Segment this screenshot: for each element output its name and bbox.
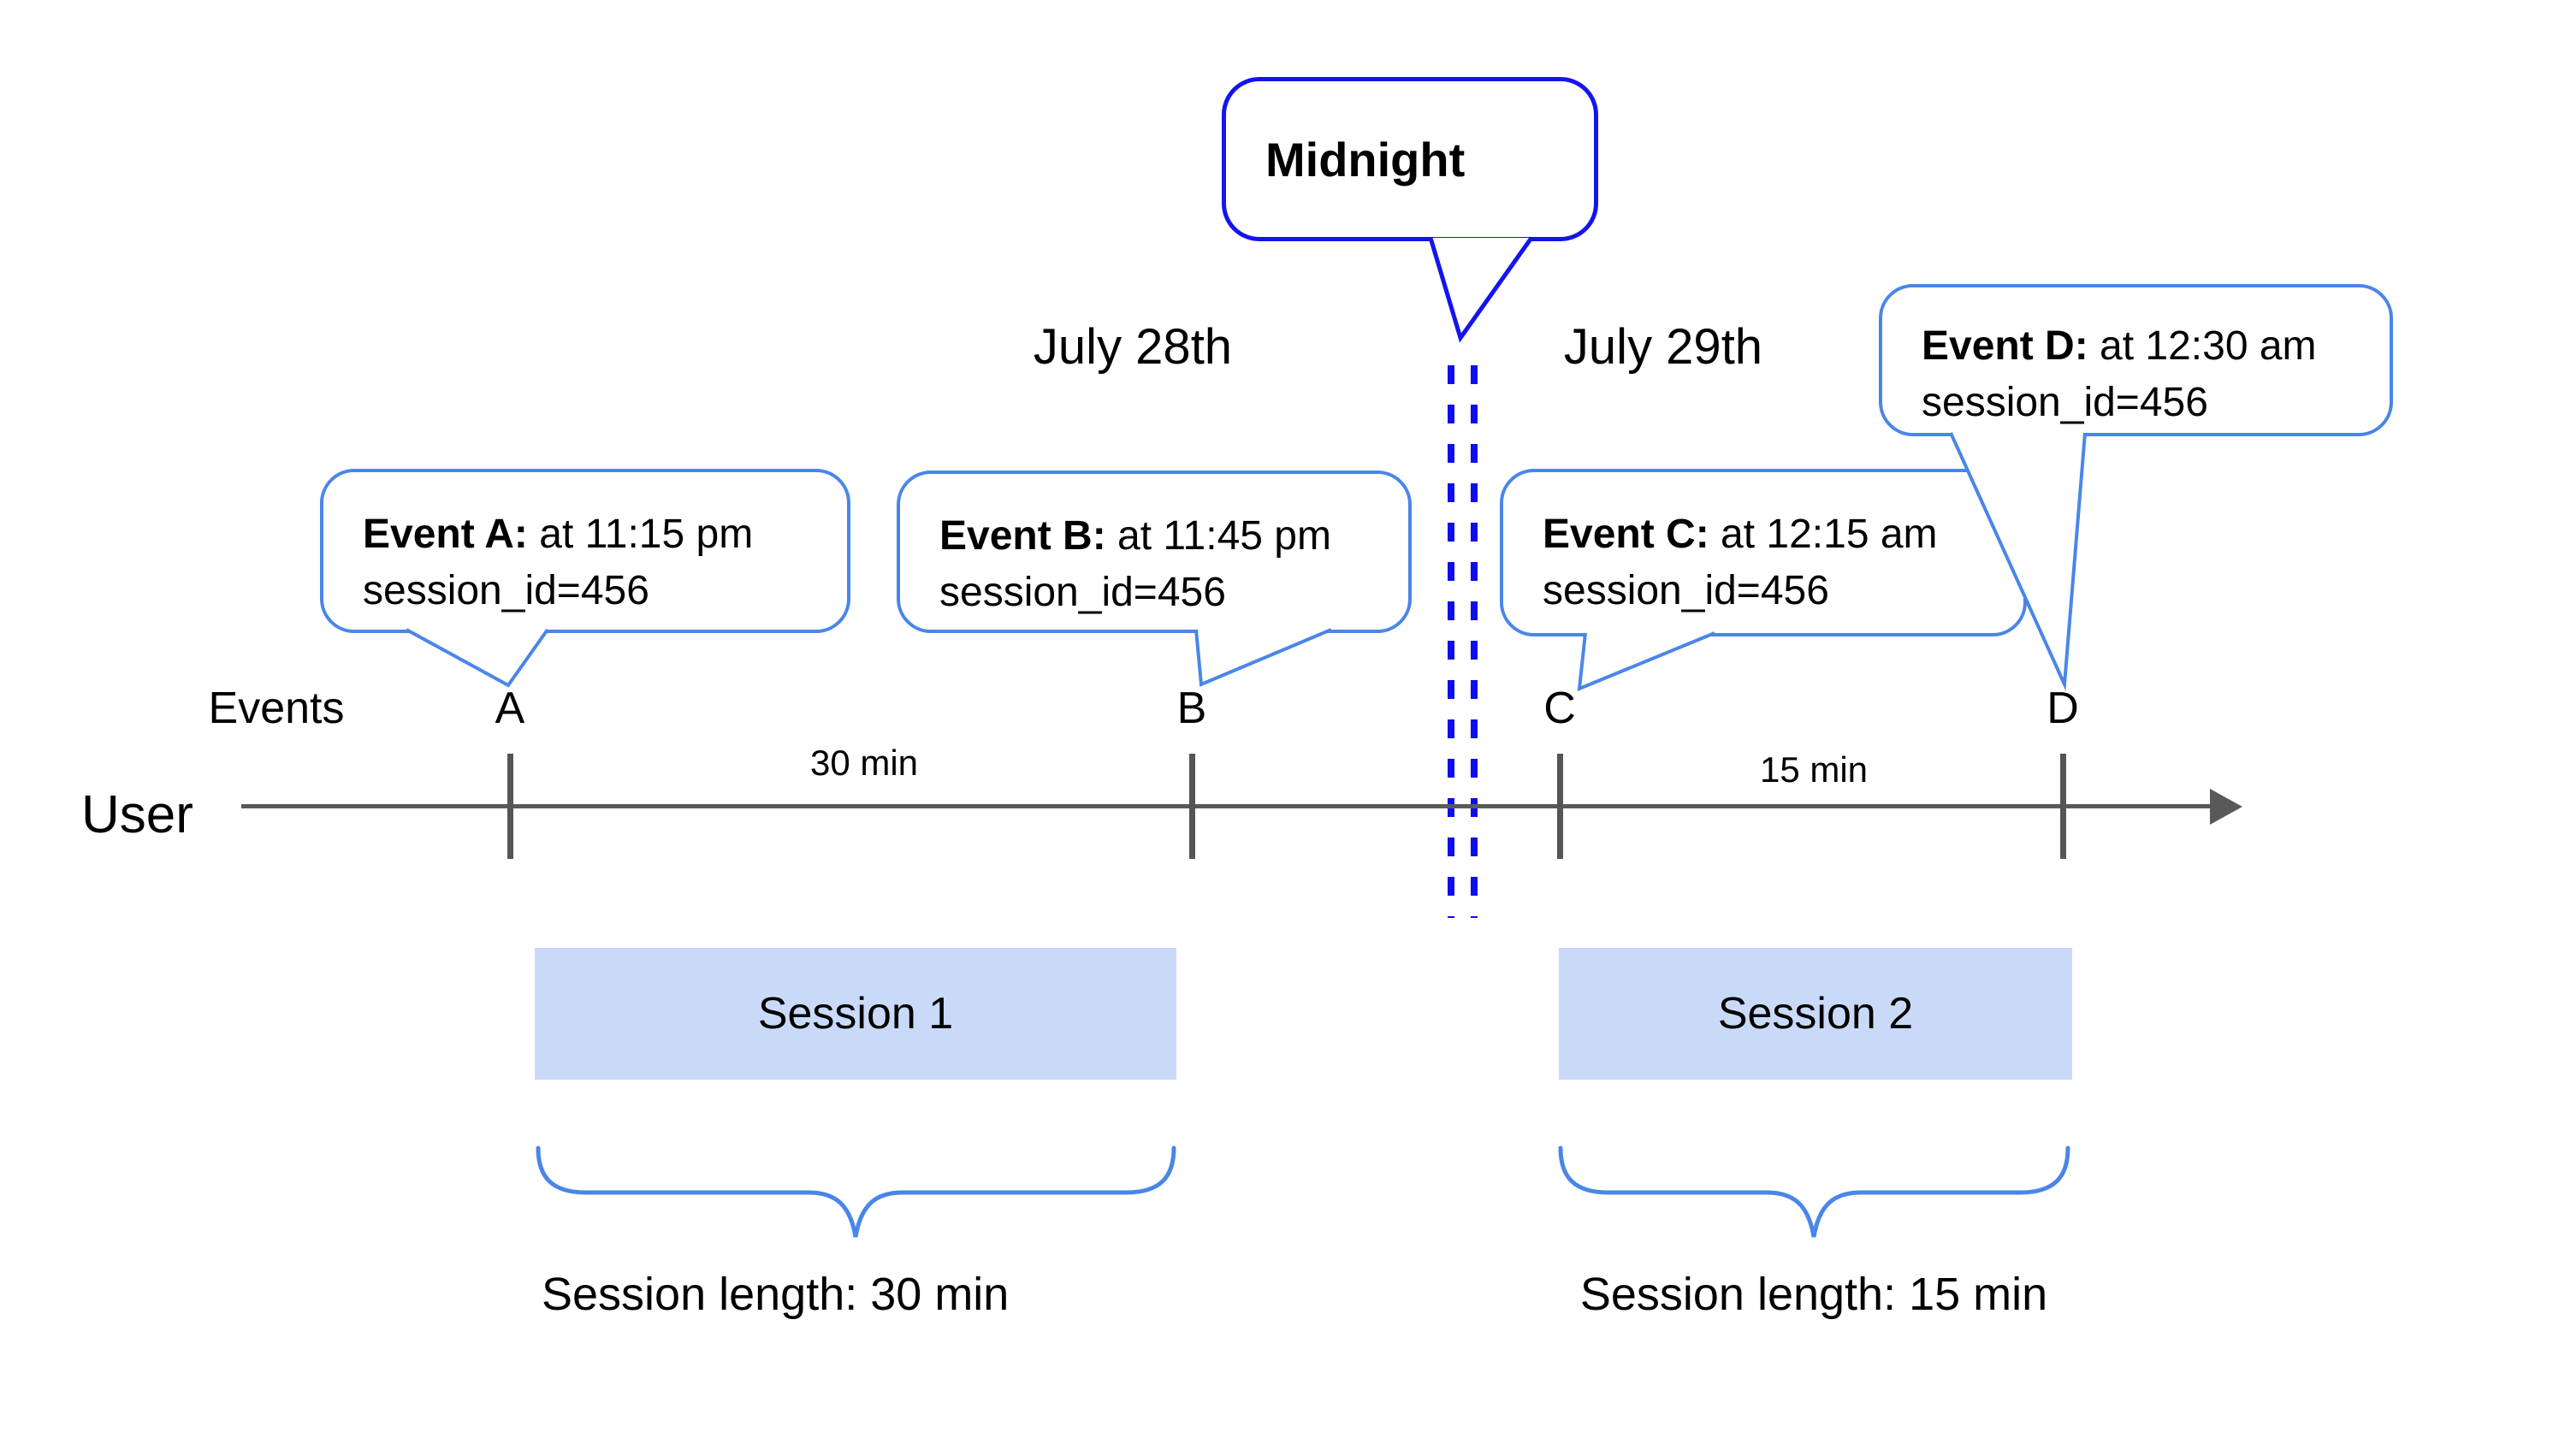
event-a-title: Event A: xyxy=(363,512,528,557)
date-label-july-28: July 28th xyxy=(1033,319,1233,375)
midnight-callout-tail xyxy=(1428,236,1534,343)
session-2-label: Session 2 xyxy=(1717,989,1914,1039)
event-b-letter: B xyxy=(1176,684,1207,733)
event-d-callout-line1: Event D: at 12:30 am xyxy=(1922,318,2381,375)
midnight-callout: Midnight xyxy=(1222,77,1598,241)
event-c-callout-line1: Event C: at 12:15 am xyxy=(1543,506,2015,563)
user-timeline-axis xyxy=(241,804,2212,808)
event-b-callout-line1: Event B: at 11:45 pm xyxy=(939,508,1400,565)
session-2-box: Session 2 xyxy=(1559,948,2072,1080)
user-axis-label: User xyxy=(81,785,193,844)
event-a-callout-line2: session_id=456 xyxy=(363,568,649,613)
event-a-time: at 11:15 pm xyxy=(527,512,754,557)
event-a-callout-tail xyxy=(406,628,549,688)
date-label-july-29: July 29th xyxy=(1563,319,1763,375)
event-d-title: Event D: xyxy=(1922,323,2088,369)
interval-a-b-label: 30 min xyxy=(809,743,919,783)
event-a-letter: A xyxy=(495,684,525,733)
event-a-callout: Event A: at 11:15 pm session_id=456 xyxy=(320,469,850,633)
midnight-dashed-line-right xyxy=(1471,365,1478,918)
session-2-length-label: Session length: 15 min xyxy=(1579,1269,2048,1320)
session-1-brace xyxy=(536,1145,1176,1238)
session-2-brace xyxy=(1558,1145,2070,1238)
tick-event-d xyxy=(2060,754,2066,859)
interval-c-d-label: 15 min xyxy=(1759,749,1869,790)
event-a-callout-line1: Event A: at 11:15 pm xyxy=(363,506,838,563)
event-c-letter: C xyxy=(1543,684,1576,733)
event-c-callout-tail xyxy=(1577,631,1715,692)
event-d-callout-line2: session_id=456 xyxy=(1922,380,2208,425)
event-d-letter: D xyxy=(2047,684,2079,733)
event-d-callout: Event D: at 12:30 am session_id=456 xyxy=(1879,284,2393,436)
tick-event-c xyxy=(1557,754,1563,859)
tick-event-b xyxy=(1189,754,1195,859)
event-c-callout: Event C: at 12:15 am session_id=456 xyxy=(1500,469,2027,636)
event-b-time: at 11:45 pm xyxy=(1105,513,1331,559)
midnight-callout-label: Midnight xyxy=(1265,132,1466,186)
event-b-title: Event B: xyxy=(939,513,1106,559)
session-1-label: Session 1 xyxy=(757,989,954,1039)
midnight-dashed-line-left xyxy=(1448,365,1454,918)
event-c-title: Event C: xyxy=(1543,512,1709,557)
event-d-time: at 12:30 am xyxy=(2088,323,2317,369)
tick-event-a xyxy=(507,754,513,859)
event-c-callout-line2: session_id=456 xyxy=(1543,568,1829,613)
event-b-callout: Event B: at 11:45 pm session_id=456 xyxy=(897,471,1412,633)
session-1-box: Session 1 xyxy=(535,948,1176,1080)
event-b-callout-tail xyxy=(1194,628,1332,687)
timeline-arrowhead-icon xyxy=(2210,789,2242,825)
events-row-label: Events xyxy=(208,684,345,733)
session-1-length-label: Session length: 30 min xyxy=(542,1269,1010,1320)
event-c-time: at 12:15 am xyxy=(1709,512,1938,557)
event-b-callout-line2: session_id=456 xyxy=(939,570,1226,615)
